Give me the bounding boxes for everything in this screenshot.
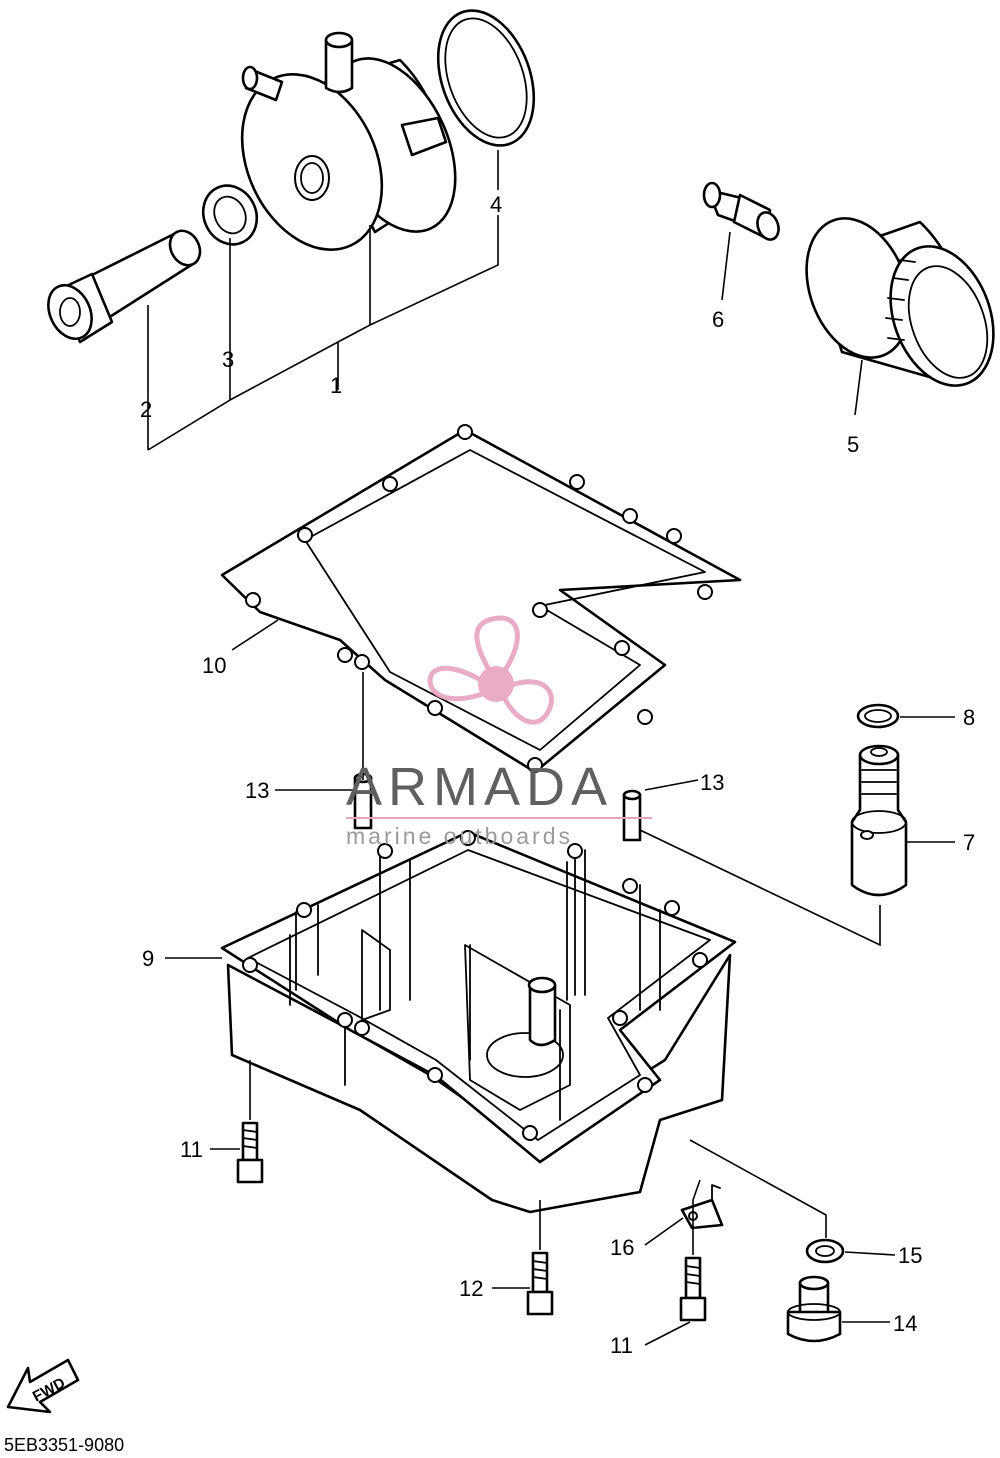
callout-11-left: 11 <box>180 1137 203 1162</box>
callout-3: 3 <box>222 347 234 372</box>
part-2-union-bolt <box>47 229 202 344</box>
callout-4: 4 <box>490 192 502 217</box>
callout-labels: 1 2 3 4 5 6 7 8 9 10 11 11 12 13 13 14 1… <box>140 192 975 1358</box>
oil-pan-bolt-holes <box>242 830 708 1141</box>
part-14-drain-bolt <box>786 1275 842 1343</box>
part-7-strainer <box>850 744 908 897</box>
part-15-washer <box>805 1238 845 1264</box>
part-16-bracket <box>680 1184 724 1230</box>
callout-12: 12 <box>459 1276 483 1301</box>
part-code: 5EB3351-9080 <box>4 1435 124 1455</box>
callout-9: 9 <box>142 946 154 971</box>
leader-lines <box>147 150 955 1346</box>
part-11-bolt-right <box>679 1256 707 1322</box>
part-9-oil-pan <box>220 830 737 1214</box>
callout-13-left: 13 <box>245 778 269 803</box>
callout-14: 14 <box>893 1311 917 1336</box>
part-5-oil-filter <box>805 217 995 387</box>
watermark: ARMADA marine outboards <box>346 615 652 849</box>
callout-10: 10 <box>202 653 226 678</box>
watermark-brand: ARMADA <box>346 757 613 817</box>
callout-7: 7 <box>963 830 975 855</box>
gasket-bolt-holes <box>245 424 713 773</box>
callout-15: 15 <box>898 1243 922 1268</box>
part-11-bolt-left <box>236 1121 264 1184</box>
callout-13-right: 13 <box>700 770 724 795</box>
callout-8: 8 <box>963 705 975 730</box>
part-3-washer <box>201 184 259 246</box>
callout-6: 6 <box>712 307 724 332</box>
propeller-icon <box>427 615 554 725</box>
callout-5: 5 <box>847 432 859 457</box>
part-12-bolt <box>526 1251 554 1316</box>
callout-11-right: 11 <box>610 1333 633 1358</box>
part-1-oil-cooler <box>240 31 457 251</box>
callout-1: 1 <box>330 373 342 398</box>
callout-16: 16 <box>610 1235 634 1260</box>
watermark-tagline: marine outboards <box>346 823 573 849</box>
part-10-gasket <box>220 424 742 774</box>
part-4-o-ring <box>436 9 536 147</box>
fwd-direction-arrow: FWD <box>6 1358 80 1414</box>
part-8-o-ring <box>856 703 900 729</box>
callout-2: 2 <box>140 397 152 422</box>
part-6-fitting <box>702 181 780 241</box>
